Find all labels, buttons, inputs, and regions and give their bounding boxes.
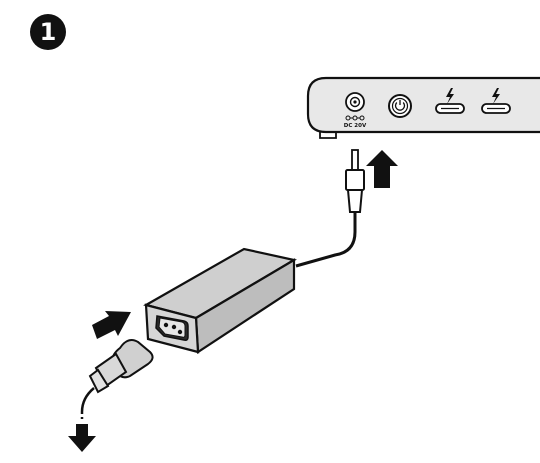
ac-inlet-socket[interactable] — [155, 315, 189, 341]
thunderbolt-icon — [492, 88, 500, 104]
dc-polarity-icon — [345, 115, 365, 121]
dc-plug — [345, 149, 365, 213]
dock-station: DC 20V — [306, 76, 540, 139]
dock-body — [306, 76, 540, 134]
dock-foot — [319, 132, 337, 139]
dc-cable — [295, 212, 357, 268]
ac-plug — [88, 339, 154, 394]
power-adapter — [143, 247, 297, 354]
arrow-down-icon — [68, 424, 96, 452]
power-button[interactable] — [388, 94, 412, 118]
dc-voltage-label: DC 20V — [344, 123, 367, 129]
thunderbolt-icon — [446, 88, 454, 104]
step-number: 1 — [39, 18, 57, 46]
ac-cable — [80, 387, 95, 413]
step-number-badge: 1 — [30, 14, 66, 50]
power-icon — [394, 102, 406, 111]
arrow-right-icon — [92, 311, 131, 339]
dc-in-port[interactable] — [345, 92, 365, 112]
arrow-up-icon — [366, 150, 398, 188]
